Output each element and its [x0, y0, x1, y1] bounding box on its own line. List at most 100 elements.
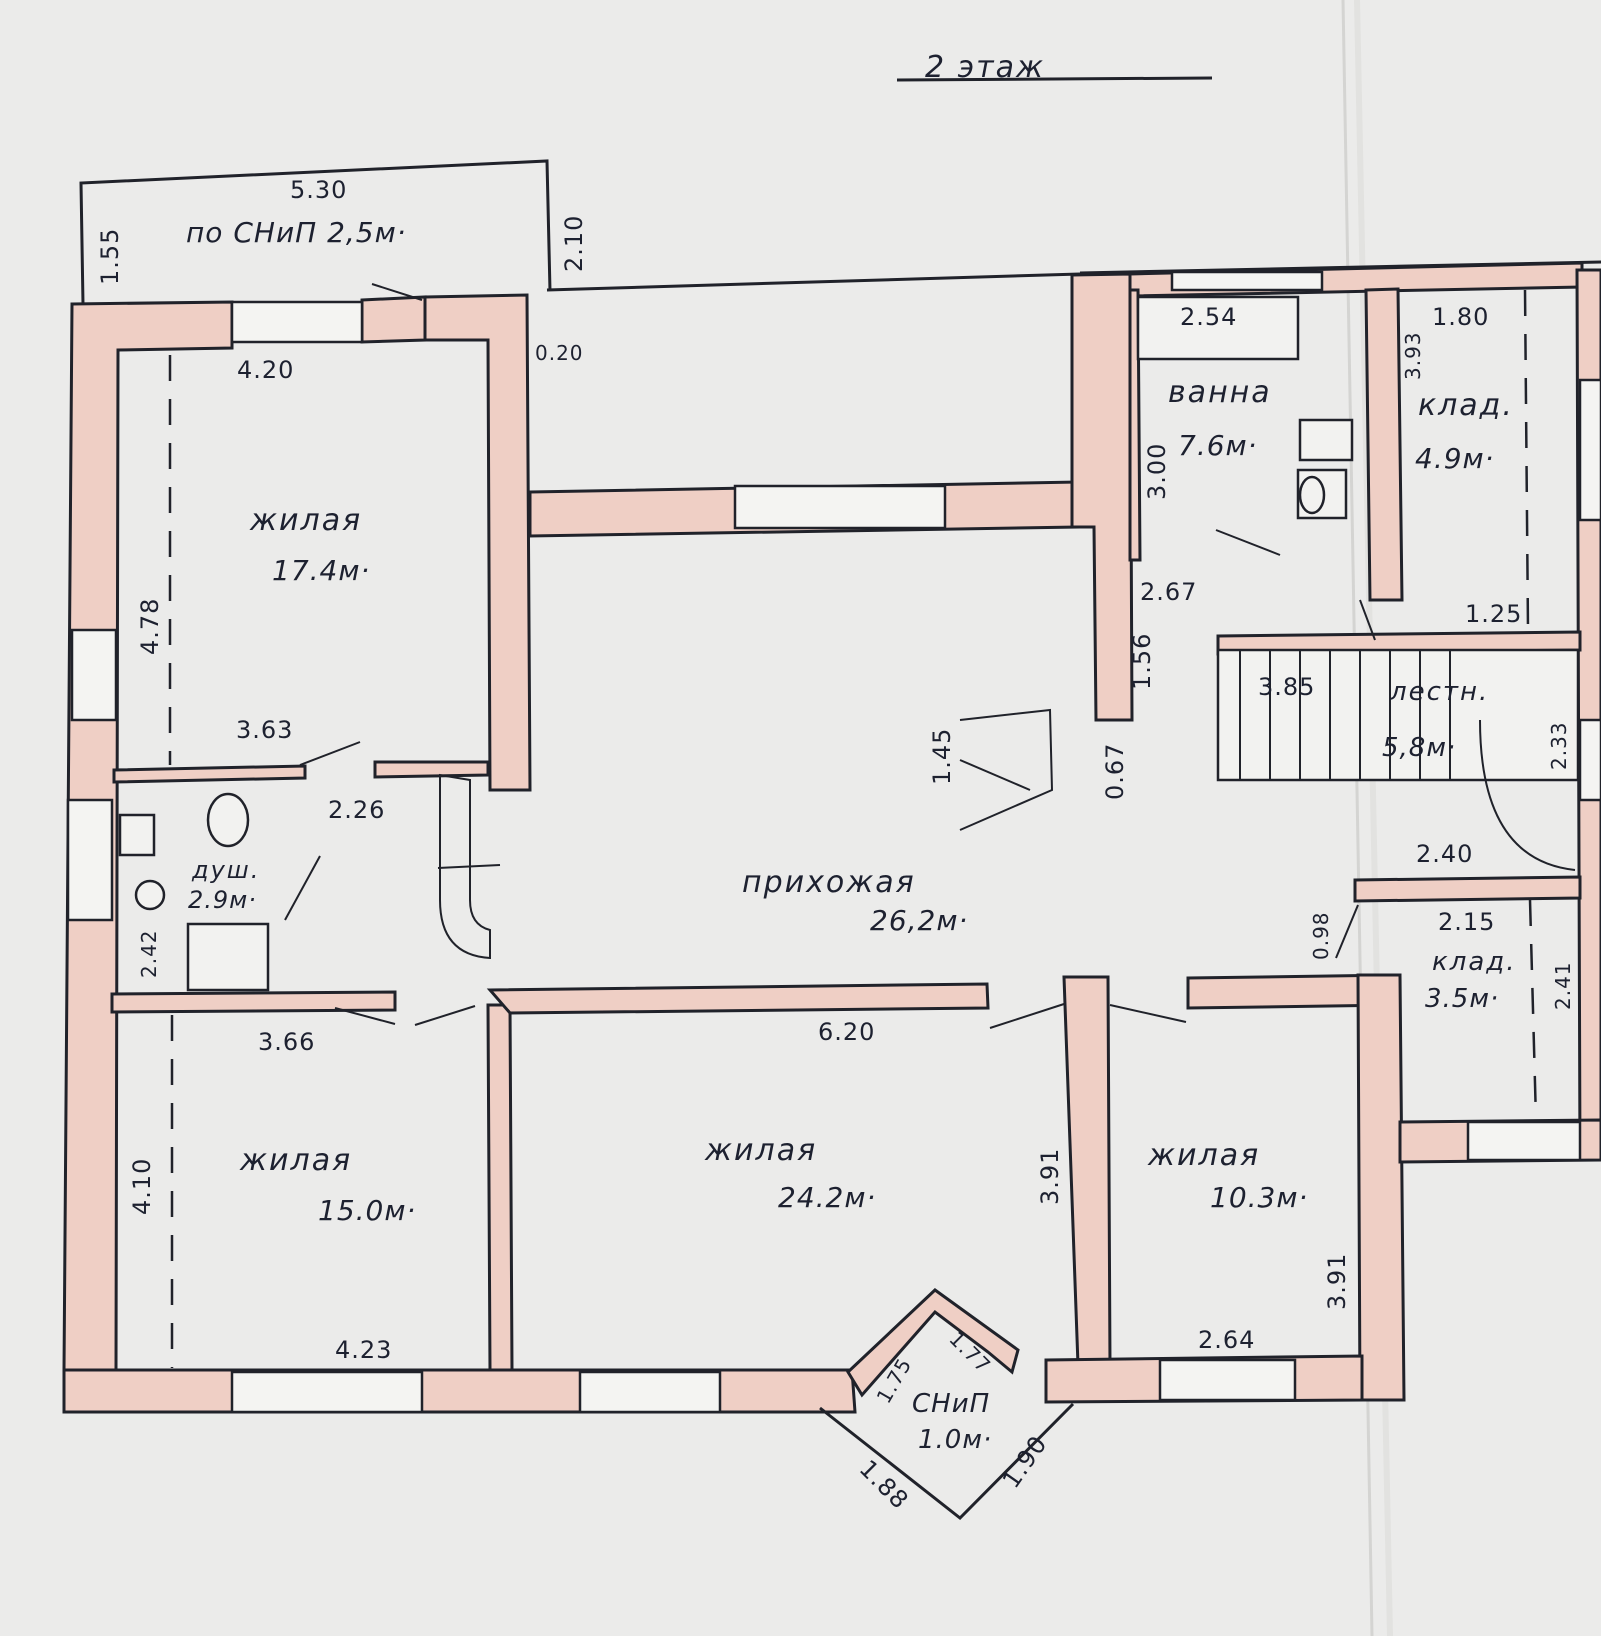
- window-south-2: [578, 1370, 722, 1414]
- walls: [62, 261, 1601, 1414]
- door-se: [1109, 1004, 1187, 1023]
- wall-center-se: [1062, 975, 1112, 1367]
- room-storage-ne-area: 4.9м·: [1415, 442, 1495, 475]
- dim-155: 1.55: [96, 228, 124, 285]
- dim-190: 1.90: [997, 1430, 1053, 1493]
- wall-bath-east: [1364, 287, 1404, 602]
- door-storage-e: [1335, 904, 1359, 959]
- room-labels: жилая 17.4м· жилая 15.0м· жилая 24.2м· ж…: [186, 216, 1515, 1455]
- window-south-1: [230, 1370, 424, 1414]
- bathtub-icon: [1136, 295, 1300, 361]
- dim-145: 1.45: [928, 728, 956, 785]
- window-se: [1158, 1358, 1297, 1402]
- dim-385: 3.85: [1258, 673, 1315, 701]
- balcony-top-label: по СНиП 2,5м·: [186, 216, 407, 249]
- wall-south-west: [62, 1368, 857, 1414]
- bay-window: [819, 1288, 1075, 1521]
- dim-233: 2.33: [1547, 721, 1571, 770]
- dim-067: 0.67: [1101, 743, 1129, 800]
- room-bath-area: 7.6м·: [1178, 429, 1258, 462]
- dim-020: 0.20: [535, 341, 584, 365]
- stair-east: [1216, 648, 1580, 782]
- room-hall-name: прихожая: [742, 865, 916, 900]
- room-storage-ne-name: клад.: [1418, 388, 1514, 423]
- water-heater-icon: [134, 879, 166, 911]
- stair-west: [439, 773, 491, 960]
- wall-inner-west-bedroom: [423, 293, 532, 792]
- dash-e: [1528, 899, 1538, 1121]
- stair-east-steps: [1239, 650, 1451, 780]
- door-bath: [1215, 529, 1281, 556]
- bay-wall: [846, 1288, 1020, 1398]
- bay-outline: [819, 1402, 1075, 1521]
- door-storage-ne: [1359, 599, 1376, 641]
- door-sw-2: [414, 1005, 476, 1026]
- dim-226: 2.26: [328, 796, 385, 824]
- dim-098: 0.98: [1309, 911, 1333, 960]
- window-north-bedroom: [230, 300, 364, 344]
- room-living-se-area: 10.3м·: [1210, 1181, 1308, 1214]
- windows: [66, 270, 1601, 1414]
- dim-156: 1.56: [1128, 633, 1156, 690]
- window-storage: [1466, 1120, 1582, 1162]
- dim-215: 2.15: [1438, 908, 1495, 936]
- dim-188: 1.88: [854, 1454, 914, 1514]
- wall-stair-top: [373, 760, 490, 779]
- room-stair-name: лестн.: [1389, 677, 1489, 707]
- room-living-nw-area: 17.4м·: [272, 554, 370, 587]
- dim-125: 1.25: [1465, 600, 1522, 628]
- door-center: [989, 1003, 1065, 1029]
- door-shower: [284, 855, 321, 921]
- window-east-upper: [1578, 378, 1601, 522]
- bay-label: СНиП: [912, 1389, 990, 1419]
- window-west-shower: [66, 798, 114, 922]
- room-living-se-name: жилая: [1147, 1138, 1260, 1173]
- wall-stair-north: [1216, 630, 1582, 656]
- room-living-center-name: жилая: [704, 1133, 817, 1168]
- stair-east-turn: [1479, 719, 1576, 871]
- dim-241: 2.41: [1551, 961, 1575, 1010]
- room-hall-area: 26,2м·: [870, 904, 968, 937]
- dimension-labels: 5.30 1.55 2.10 0.20 4.20 4.78 3.63 2.26 …: [96, 176, 1575, 1515]
- room-living-sw-name: жилая: [239, 1143, 352, 1178]
- room-living-center-area: 24.2м·: [778, 1181, 876, 1214]
- dim-478: 4.78: [136, 598, 164, 655]
- room-stair-area: 5,8м·: [1382, 733, 1456, 763]
- wall-stair-south: [1353, 875, 1582, 903]
- shower-sink-icon: [118, 813, 156, 857]
- shower-tray-icon: [186, 922, 270, 992]
- stair-west-arrow: [437, 864, 501, 869]
- dim-264: 2.64: [1198, 1326, 1255, 1354]
- room-bath-name: ванна: [1168, 375, 1272, 410]
- toilet-icon: [1298, 475, 1326, 515]
- dim-620: 6.20: [818, 1018, 875, 1046]
- room-living-sw-area: 15.0м·: [318, 1194, 416, 1227]
- dim-423: 4.23: [335, 1336, 392, 1364]
- window-east-stair: [1578, 718, 1601, 802]
- dim-410: 4.10: [128, 1158, 156, 1215]
- wall-se-east: [1356, 973, 1406, 1402]
- room-shower-area: 2.9м·: [188, 886, 257, 914]
- room-living-nw-name: жилая: [249, 503, 362, 538]
- wall-north-stub: [360, 295, 427, 344]
- wall-shower-bottom: [110, 990, 397, 1014]
- wall-hall-east: [1070, 272, 1134, 722]
- shower-toilet-icon: [206, 792, 250, 848]
- stair-center: [959, 708, 1054, 831]
- wall-shower-top: [112, 764, 307, 784]
- dim-267: 2.67: [1140, 578, 1197, 606]
- door-bedroom-nw: [299, 741, 361, 766]
- door-swings: [284, 283, 1376, 1029]
- dim-391b: 3.91: [1323, 1253, 1351, 1310]
- window-middle: [733, 484, 947, 530]
- dim-210: 2.10: [560, 215, 588, 272]
- upper-boundary-line: [546, 272, 1081, 292]
- dim-242: 2.42: [137, 929, 161, 978]
- dashed-lines: [168, 289, 1538, 1368]
- door-sw-1: [334, 1007, 396, 1025]
- dim-391a: 3.91: [1036, 1148, 1064, 1205]
- dim-363: 3.63: [236, 716, 293, 744]
- door-balcony: [371, 283, 423, 301]
- room-storage-e-area: 3.5м·: [1425, 984, 1499, 1014]
- balcony-top-outline: [79, 159, 552, 305]
